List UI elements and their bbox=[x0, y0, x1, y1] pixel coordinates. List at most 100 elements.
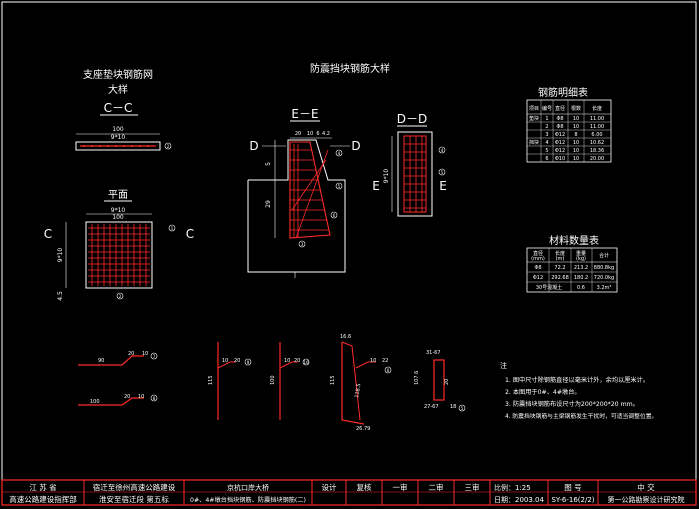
ee-circle-6: 6 bbox=[333, 213, 336, 218]
rebar-r2c1: 3 bbox=[545, 132, 548, 138]
title-block: 江 苏 省 高速公路建设指挥部 宿迁至徐州高速公路建设 淮安至宿迁段 第五标 京… bbox=[1, 479, 697, 506]
plan-circle-1: 1 bbox=[171, 226, 174, 231]
qty-u2: (kg) bbox=[576, 256, 586, 262]
rebar-r1c1: 2 bbox=[545, 124, 548, 130]
rebar-r3c2: Φ12 bbox=[555, 140, 565, 146]
qty-r0c0: Φ8 bbox=[534, 265, 541, 271]
rebar-r0c3: 10 bbox=[573, 116, 579, 122]
qty-table-title: 材料数量表 bbox=[549, 234, 599, 247]
cut-e-right: E bbox=[439, 179, 447, 193]
plan-dim-side: 9*10 bbox=[57, 248, 64, 263]
rebar-r4c4: 18.36 bbox=[590, 148, 604, 154]
note-1: 1. 图中尺寸除钢筋直径以毫米计外，余均以厘米计。 bbox=[505, 376, 649, 384]
rebar-r2c4: 6.00 bbox=[591, 132, 602, 138]
ee-dim-mid: 5 bbox=[265, 162, 272, 166]
tb-company1: 中 交 bbox=[637, 482, 655, 492]
rebar-r3c4: 10.62 bbox=[590, 140, 604, 146]
tb-project2: 淮安至宿迁段 第五标 bbox=[99, 494, 169, 504]
b5-e: 26.79 bbox=[356, 426, 370, 432]
tb-scale: 比例：1:25 bbox=[494, 483, 531, 492]
bar-shape-1: 90 20 10 7 bbox=[78, 351, 158, 366]
tb-review1: 一审 bbox=[393, 482, 408, 492]
bar-shape-6: 31-67 107.6 20 18 27-67 5 bbox=[414, 350, 466, 412]
plan-dim-9x10: 9*10 bbox=[111, 207, 126, 214]
rebar-h1: 编号 bbox=[542, 105, 552, 112]
rebar-r5c4: 20.00 bbox=[590, 156, 604, 162]
cut-d-right: D bbox=[351, 139, 360, 153]
rebar-table-title: 钢筋明细表 bbox=[538, 86, 588, 99]
qty-r2c0: 30号混凝土 bbox=[536, 284, 562, 291]
rebar-h0: 项目 bbox=[529, 106, 539, 112]
rebar-r2c3: 8 bbox=[574, 132, 577, 138]
rebar-r1c4: 11.00 bbox=[590, 124, 604, 130]
rebar-r0c1: 1 bbox=[545, 116, 548, 122]
tb-sheet-no: SY-6-16(2/2) bbox=[551, 496, 594, 504]
b3-circle: 9 bbox=[247, 360, 250, 365]
tb-project1: 宿迁至徐州高速公路建设 bbox=[93, 482, 176, 492]
rebar-r1c3: 10 bbox=[573, 124, 579, 130]
b6-top: 31-67 bbox=[426, 350, 441, 356]
tb-company2: 第一公路勘察设计研究院 bbox=[608, 495, 685, 504]
rebar-h2: 直径 bbox=[555, 105, 565, 112]
rebar-r0c4: 11.00 bbox=[590, 116, 604, 122]
qty-r1c1: 292.68 bbox=[551, 275, 569, 281]
tb-date: 日期：2003.04 bbox=[494, 496, 544, 504]
ee-circle-4: 4 bbox=[338, 151, 341, 156]
rebar-r1c2: Φ8 bbox=[556, 124, 563, 130]
rebar-r4c2: Φ12 bbox=[555, 148, 565, 154]
b5-a: 115 bbox=[330, 375, 336, 385]
tb-org1: 江 苏 省 bbox=[29, 482, 57, 492]
qty-r2c3: 3.2m³ bbox=[597, 285, 612, 291]
b2-c: 10 bbox=[138, 394, 144, 400]
ee-dim-top2: 10 bbox=[307, 131, 313, 137]
qty-r2c2: 0.6 bbox=[577, 285, 585, 291]
qty-r1c2: 180.2 bbox=[574, 275, 588, 281]
b4-circle: 10 bbox=[303, 360, 309, 365]
qty-r1c0: Φ12 bbox=[533, 275, 543, 281]
qty-u0: (mm) bbox=[531, 256, 545, 262]
ee-dim-top3: 6 bbox=[316, 131, 319, 137]
b1-c: 10 bbox=[142, 351, 148, 357]
cc-circle-2: 2 bbox=[167, 144, 170, 149]
b6-circle: 5 bbox=[461, 406, 464, 411]
rebar-table: 钢筋明细表 项目 编号 直径 根数 长度 垫块 1 Φ8 10 11.00 2 … bbox=[526, 86, 612, 163]
b6-b: 20 bbox=[444, 379, 450, 385]
dd-circle-4: 4 bbox=[441, 148, 444, 153]
notes: 注 1. 图中尺寸除钢筋直径以毫米计外，余均以厘米计。 2. 本图用于0#、4#… bbox=[500, 361, 657, 420]
note-3: 3. 防震挡块钢筋布设尺寸为200*200*20 mm。 bbox=[505, 400, 639, 408]
ee-dim-top4: 4.2 bbox=[322, 131, 330, 137]
b3-c: 20 bbox=[234, 358, 240, 364]
plan-circle-2: 2 bbox=[119, 294, 122, 299]
bar-shape-5: 16.6 115 118.5 10 22 26.79 6 bbox=[330, 334, 392, 432]
rebar-r3c0: 挡块 bbox=[529, 139, 539, 146]
qty-h0: 直径 bbox=[533, 250, 543, 257]
b6-d: 27-67 bbox=[424, 404, 439, 410]
b4-a: 100 bbox=[270, 375, 276, 385]
note-2: 2. 本图用于0#、4#墩台。 bbox=[505, 388, 581, 396]
rebar-r5c3: 10 bbox=[573, 156, 579, 162]
cut-c-right: C bbox=[186, 227, 194, 241]
tb-org2: 高速公路建设指挥部 bbox=[9, 494, 77, 504]
rebar-h4: 长度 bbox=[592, 105, 602, 112]
b5-circle: 6 bbox=[387, 368, 390, 373]
rebar-r0c2: Φ8 bbox=[556, 116, 563, 122]
rebar-r4c3: 10 bbox=[573, 148, 579, 154]
qty-h2: 重量 bbox=[576, 250, 586, 257]
notes-heading: 注 bbox=[500, 361, 507, 370]
tb-review2: 二审 bbox=[429, 482, 444, 492]
qty-r0c3: 880.8kg bbox=[594, 265, 614, 271]
plan-dim-100: 100 bbox=[112, 214, 124, 221]
tb-design: 设计 bbox=[322, 482, 337, 492]
bar-shape-3: 115 10 20 9 bbox=[208, 342, 252, 420]
quantity-table: 材料数量表 直径 长度 重量 合计 (mm) (m) (kg) Φ8 72.2 … bbox=[526, 234, 618, 293]
section-dd-label: D－D bbox=[397, 112, 427, 126]
section-ee-view: 20 10 6 4.2 29 5 D D 4 5 6 3 bbox=[247, 131, 361, 278]
left-title-line2: 大样 bbox=[108, 83, 128, 96]
b2-circle: 8 bbox=[153, 396, 156, 401]
qty-u1: (m) bbox=[556, 256, 565, 262]
b1-a: 90 bbox=[98, 358, 104, 364]
tb-review3: 三审 bbox=[465, 482, 480, 492]
qty-h3: 合计 bbox=[599, 252, 609, 259]
qty-r0c2: 213.2 bbox=[574, 265, 588, 271]
